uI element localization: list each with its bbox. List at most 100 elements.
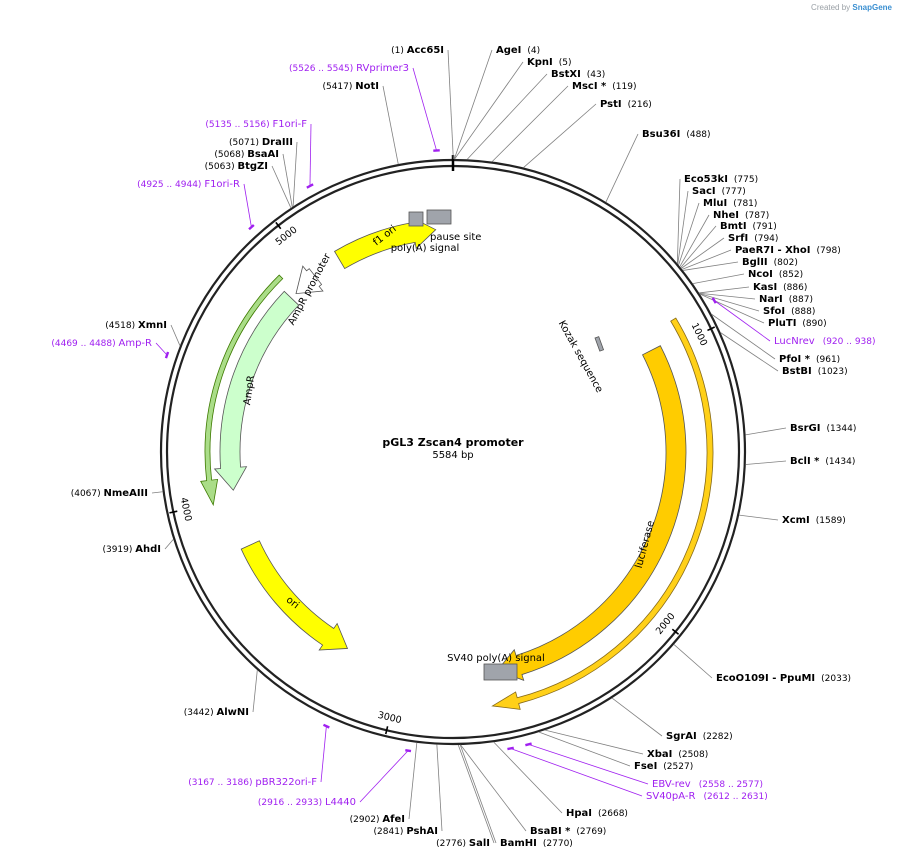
primer-range: (2612 .. 2631) [703,792,767,802]
site-position: (1) [391,46,407,56]
site-position: (4518) [105,321,138,331]
leader-noti [382,85,399,165]
leader-saci [677,190,689,265]
leader-xmni [170,324,181,346]
leader-afei [408,742,418,820]
site-label-mlui: MluI(781) [703,198,757,209]
leader-agei [453,49,493,160]
leader-nmeaiii [151,491,163,494]
leader-fsei [538,731,631,767]
leader-sali [457,744,495,844]
site-name: NotI [355,81,379,92]
site-position: (3442) [184,708,217,718]
primer-label-l4440: (2916 .. 2933) L4440 [258,797,356,808]
site-label-nhei: NheI(787) [713,210,769,221]
site-label-nari: NarI(887) [759,294,813,305]
primer-mark-f1ori-f [306,183,314,189]
tick-label-5000: 5000 [274,225,300,248]
credit-prefix: Created by [811,3,851,12]
primer-name: F1ori-F [273,119,308,130]
primer-mark-ebv-rev [525,742,532,747]
site-position: (4067) [71,489,104,499]
site-position: (2033) [821,674,851,684]
primer-leader-f1ori-r [243,183,252,228]
site-label-bstxi: BstXI(43) [551,69,605,80]
site-label-draiii: (5071) DraIII [229,137,293,148]
leader-ecoo109i-ppumi [673,644,713,679]
site-label-pluti: PluTI(890) [768,318,827,329]
site-label-agei: AgeI(4) [496,45,540,56]
primer-label-ebv-rev: EBV-rev(2558 .. 2577) [652,779,763,790]
site-position: (2776) [436,839,469,849]
site-label-kasi: KasI(886) [753,282,807,293]
leader-draiii [292,141,298,207]
primer-name: L4440 [325,797,356,808]
leader-nhei [679,214,710,267]
plasmid-length: 5584 bp [432,450,473,461]
primer-leader-pbr322ori-f [320,726,327,783]
primer-range: (3167 .. 3186) [188,778,255,788]
primer-range: (2558 .. 2577) [699,780,763,790]
site-name: MscI * [572,81,607,92]
site-label-sfoi: SfoI(888) [763,306,815,317]
feature-label-ampr: AmpR [242,375,257,406]
feature-box-label-poly-a-signal: poly(A) signal [391,243,460,254]
primer-name: LucNrev [774,336,815,347]
primer-range: (5135 .. 5156) [205,120,272,130]
feature-ampr [213,290,300,491]
luciferase-outer-band [491,317,714,710]
leader-xcmi [739,514,779,521]
site-label-bmti: BmtI(791) [720,221,777,232]
leader-kasi [699,286,750,294]
site-name: XmnI [138,320,167,331]
site-name: SgrAI [666,731,697,742]
feature-box-label-kozak-sequence: Kozak sequence [556,319,605,395]
leader-psti [523,103,597,168]
site-name: PstI [600,99,622,110]
site-name: XbaI [647,749,672,760]
site-label-btgzi: (5063) BtgZI [205,161,268,172]
site-name: SrfI [728,233,748,244]
credit-brand: SnapGene [852,3,892,12]
leader-nari [699,292,756,300]
site-label-sali: (2776) SalI [436,838,490,849]
site-position: (2769) [576,827,606,837]
site-label-nmeaiii: (4067) NmeAIII [71,488,148,499]
site-name: AfeI [382,814,405,825]
site-label-paer7i-xhoi: PaeR7I - XhoI(798) [735,245,841,256]
site-position: (5) [559,58,572,68]
primer-mark-l4440 [405,749,412,753]
site-position: (775) [734,175,758,185]
leader-acc65i [447,49,454,160]
site-label-saci: SacI(777) [692,186,746,197]
site-label-sgrai: SgrAI(2282) [666,731,733,742]
tick-mark-1000 [707,326,716,332]
site-name: MluI [703,198,727,209]
site-position: (119) [612,82,636,92]
site-name: BstBI [782,366,812,377]
site-label-xbai: XbaI(2508) [647,749,708,760]
leader-sfoi [699,293,760,312]
site-name: PfoI * [779,354,811,365]
site-label-bstbi: BstBI(1023) [782,366,848,377]
feature-box-pause-site [426,209,452,225]
primer-range: (5526 .. 5545) [289,64,356,74]
site-position: (961) [816,355,840,365]
site-name: SfoI [763,306,785,317]
primer-range: (2916 .. 2933) [258,798,325,808]
leader-msci [491,85,569,162]
site-name: NcoI [748,269,773,280]
feature-box-sv40-poly-a-signal [483,663,518,681]
site-name: PaeR7I - XhoI [735,245,811,256]
feature-label-ampr-promoter: AmpR promoter [286,251,333,327]
site-name: HpaI [566,808,592,819]
site-label-noti: (5417) NotI [322,81,379,92]
snapgene-credit: Created by SnapGene [811,3,892,12]
site-name: NheI [713,210,739,221]
primer-range: (4925 .. 4944) [137,180,204,190]
leader-ncoi [692,273,745,285]
plasmid-name: pGL3 Zscan4 promoter [382,436,524,449]
leader-bsrgi [745,427,787,436]
site-position: (4) [527,46,540,56]
primer-leader-sv40pa-r [510,748,643,797]
